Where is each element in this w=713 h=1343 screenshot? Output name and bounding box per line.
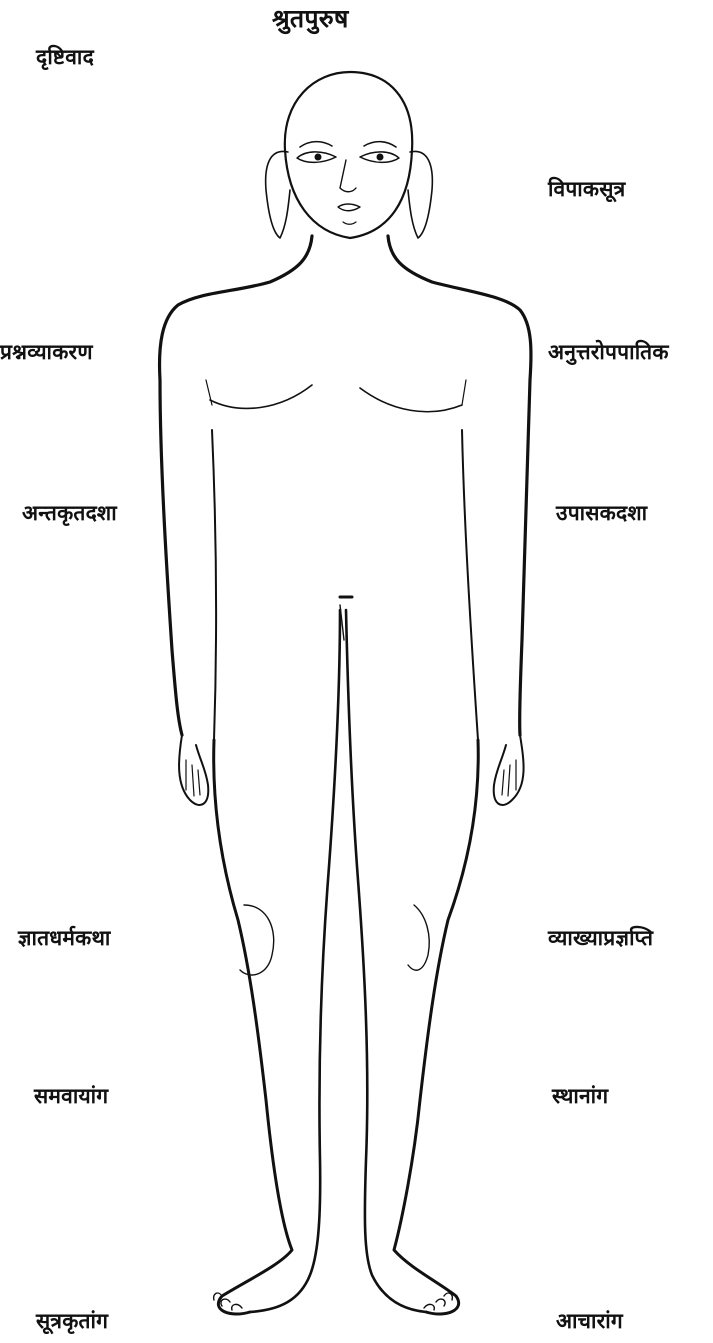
- label-sutrakritanga: सूत्रकृतांग: [36, 1308, 108, 1334]
- label-vipakasutra: विपाकसूत्र: [548, 176, 625, 202]
- label-prashnavyakarana: प्रश्नव्याकरण: [0, 339, 93, 365]
- mouth: [338, 204, 360, 211]
- label-vyakhyaprajnapti: व्याख्याप्रज्ञप्ति: [548, 925, 653, 951]
- label-samavayanga: समवायांग: [34, 1083, 108, 1109]
- diagram-title: श्रुतपुरुष: [272, 6, 349, 32]
- right-inner-arm: [462, 430, 478, 740]
- right-pupil: [377, 154, 384, 161]
- left-leg-inner: [250, 610, 340, 1312]
- label-acharanga: आचारांग: [556, 1308, 623, 1334]
- left-hip-leg-outer: [214, 740, 292, 1314]
- chest-right: [360, 388, 462, 412]
- nose: [340, 160, 356, 192]
- body-right-outline: [388, 236, 531, 735]
- body-left-outline: [160, 236, 312, 735]
- chest-left: [210, 385, 312, 408]
- label-antakritadasha: अन्तकृतदशा: [22, 500, 117, 526]
- right-fingers: [502, 760, 516, 796]
- left-knee: [240, 905, 274, 975]
- armpit-left: [206, 380, 212, 405]
- right-hip-leg-outer: [394, 740, 478, 1314]
- right-eyebrow: [364, 142, 396, 147]
- left-fingers: [186, 760, 200, 796]
- left-eyebrow: [300, 142, 332, 147]
- chin: [343, 222, 356, 224]
- right-leg-inner: [346, 610, 426, 1312]
- label-upasakadasha: उपासकदशा: [556, 500, 647, 526]
- label-anuttaraupapatika: अनुत्तरोपपातिक: [548, 339, 669, 365]
- label-sthananga: स्थानांग: [552, 1083, 608, 1109]
- label-jnatadharmakatha: ज्ञातधर्मकथा: [18, 925, 111, 951]
- right-knee: [408, 905, 429, 970]
- left-inner-arm: [212, 430, 216, 740]
- armpit-right: [462, 380, 466, 405]
- left-pupil: [315, 154, 322, 161]
- label-drishtivada: दृष्टिवाद: [36, 44, 94, 70]
- right-toes: [424, 1293, 452, 1310]
